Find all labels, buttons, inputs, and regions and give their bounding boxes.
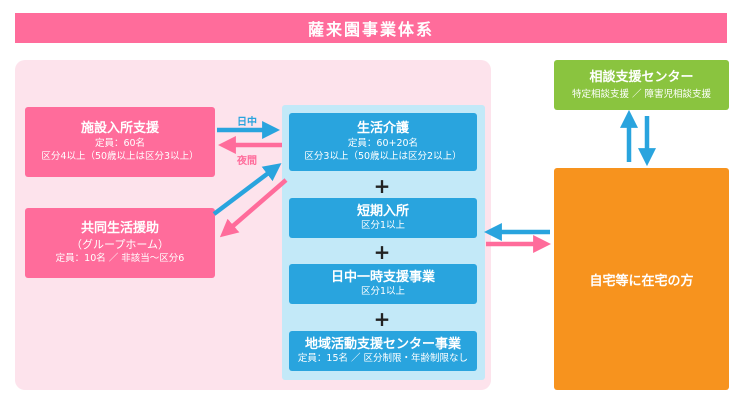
- daytime-label: 日中: [237, 117, 257, 128]
- home-residents-box: 自宅等に在宅の方: [554, 168, 729, 390]
- consultation-center-box: 相談支援センター 特定相談支援 ／ 障害児相談支援: [554, 60, 729, 110]
- service-detail: 定員：15名 ／ 区分制限・年齢制限なし: [297, 353, 469, 365]
- service-box-community-center: 地域活動支援センター事業 定員：15名 ／ 区分制限・年齢制限なし: [289, 331, 477, 371]
- service-box-daytime-support: 日中一時支援事業 区分1以上: [289, 264, 477, 304]
- plus-sign: +: [373, 307, 391, 331]
- service-box-short-stay: 短期入所 区分1以上: [289, 198, 477, 238]
- facility-support-category: 区分4以上（50歳以上は区分3以上）: [41, 150, 199, 162]
- group-home-info: 定員：10名 ／ 非該当〜区分6: [55, 252, 185, 264]
- facility-support-capacity: 定員：60名: [94, 137, 146, 149]
- service-detail: 区分1以上: [360, 220, 406, 232]
- service-detail: 区分1以上: [360, 286, 406, 298]
- home-residents-label: 自宅等に在宅の方: [589, 273, 694, 289]
- service-detail: 区分3以上（50歳以上は区分2以上）: [304, 150, 462, 162]
- service-detail: 定員：60+20名: [347, 137, 419, 149]
- group-home-subtitle: （グループホーム）: [70, 237, 169, 251]
- consultation-center-subtitle: 特定相談支援 ／ 障害児相談支援: [571, 88, 712, 100]
- group-home-to-service-arrow: [212, 163, 282, 216]
- service-to-group-home-arrow: [219, 178, 288, 238]
- facility-support-box: 施設入所支援 定員：60名 区分4以上（50歳以上は区分3以上）: [25, 107, 215, 177]
- nighttime-label: 夜間: [237, 156, 257, 167]
- facility-support-title: 施設入所支援: [80, 121, 159, 137]
- group-home-box: 共同生活援助 （グループホーム） 定員：10名 ／ 非該当〜区分6: [25, 208, 215, 278]
- group-home-title: 共同生活援助: [80, 221, 159, 237]
- plus-sign: +: [373, 240, 391, 264]
- service-title: 生活介護: [356, 121, 409, 137]
- service-box-seikatsu-kaigo: 生活介護 定員：60+20名 区分3以上（50歳以上は区分2以上）: [289, 113, 477, 171]
- plus-sign: +: [373, 174, 391, 198]
- consultation-center-title: 相談支援センター: [589, 70, 694, 86]
- service-title: 日中一時支援事業: [330, 269, 435, 285]
- diagram-title: 薩来園事業体系: [15, 13, 727, 43]
- service-title: 短期入所: [356, 203, 409, 219]
- service-title: 地域活動支援センター事業: [304, 336, 461, 352]
